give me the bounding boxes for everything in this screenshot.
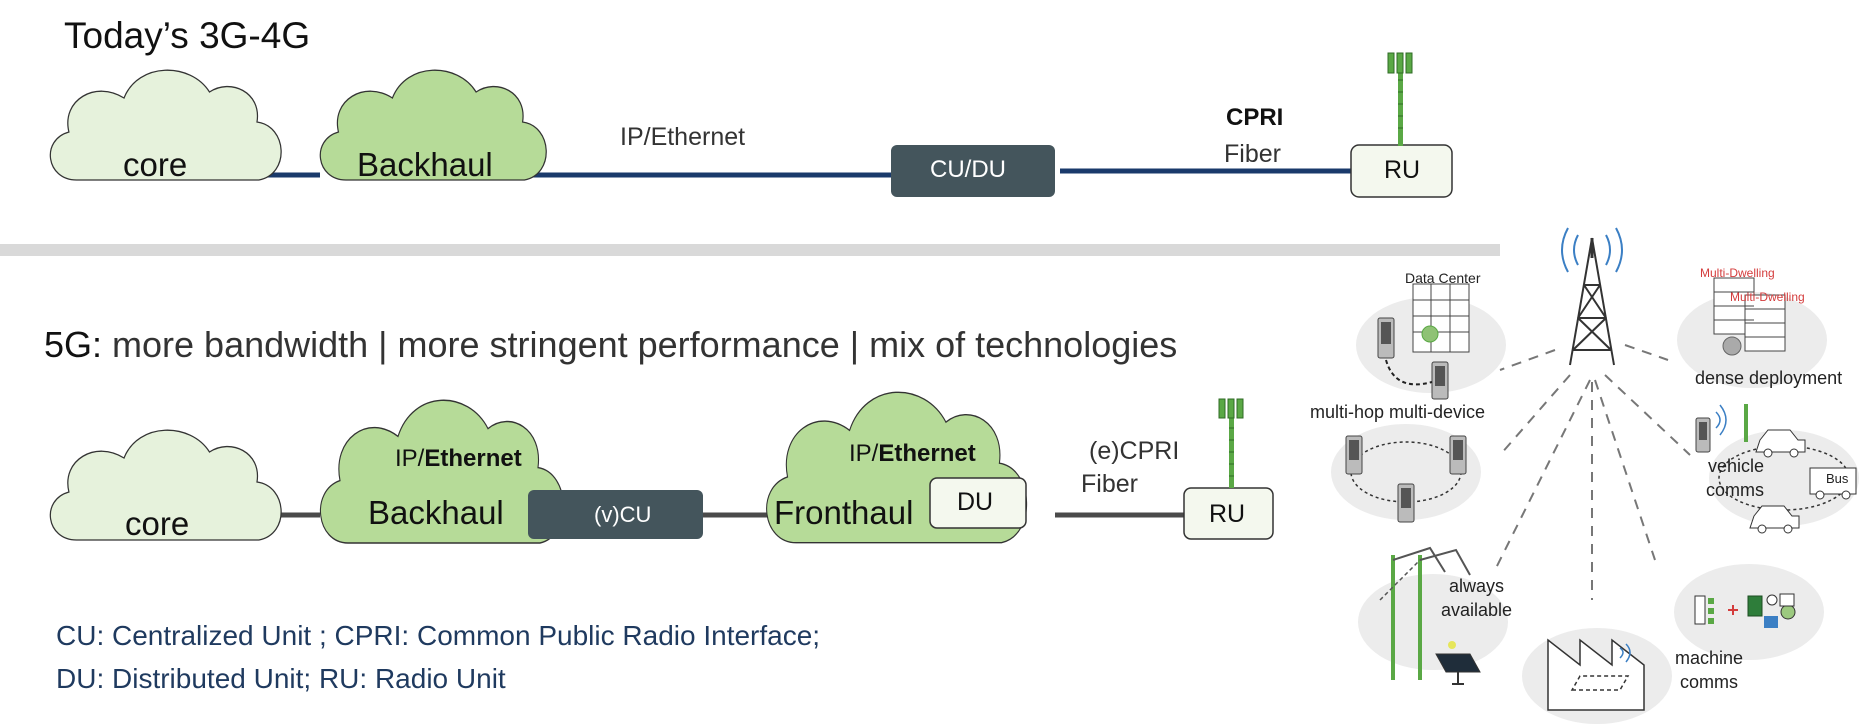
bottom-fronthaul-label: Fronthaul bbox=[774, 494, 914, 531]
top-backhaul-label: Backhaul bbox=[357, 146, 493, 183]
multi-dwelling-label-2: Multi-Dwelling bbox=[1730, 290, 1805, 304]
always-available-icon bbox=[1379, 546, 1481, 685]
top-section-title: Today’s 3G-4G bbox=[64, 15, 311, 56]
device-icon bbox=[1377, 317, 1449, 400]
scenario-vehicle-bg bbox=[1709, 430, 1859, 526]
vehicle-label-1: vehicle bbox=[1708, 456, 1765, 476]
vehicle-label-2: comms bbox=[1706, 480, 1764, 500]
top-core-label: core bbox=[123, 146, 188, 183]
bottom-fronthaul-ip-label: IP/Ethernet bbox=[849, 440, 976, 468]
bus-label: Bus bbox=[1826, 471, 1849, 486]
scenario-multihop-bg bbox=[1331, 424, 1481, 520]
top-cudu-box bbox=[891, 145, 1055, 197]
bottom-ru-box bbox=[1183, 487, 1274, 540]
top-ru-label: RU bbox=[1384, 156, 1421, 184]
bottom-ru-label: RU bbox=[1209, 500, 1246, 528]
vehicle-comms-icon bbox=[1695, 404, 1857, 534]
bottom-du-label: DU bbox=[957, 488, 994, 516]
data-center-icon bbox=[1412, 283, 1470, 353]
multi-hop-label: multi-hop multi-device bbox=[1310, 402, 1486, 422]
bottom-fronthaul-ip: IP/ bbox=[849, 440, 879, 467]
factory-icon bbox=[1547, 638, 1645, 711]
bottom-fronthaul-eth: Ethernet bbox=[878, 440, 976, 467]
top-antenna-icon bbox=[1387, 52, 1413, 146]
top-fiber-label: Fiber bbox=[1224, 140, 1281, 168]
bottom-fiber-label: Fiber bbox=[1081, 470, 1138, 498]
top-cudu-label: CU/DU bbox=[930, 156, 1006, 183]
machine-label-2: comms bbox=[1680, 672, 1738, 692]
bottom-title-rest: more bandwidth | more stringent performa… bbox=[102, 324, 1178, 365]
bottom-vcu-box bbox=[528, 490, 703, 539]
legend-line-2: DU: Distributed Unit; RU: Radio Unit bbox=[56, 663, 506, 694]
top-cpri-label: CPRI bbox=[1226, 104, 1284, 131]
bottom-vcu-label: (v)CU bbox=[594, 502, 652, 527]
cell-tower-icon bbox=[1561, 227, 1623, 366]
machine-comms-icon bbox=[1694, 593, 1796, 628]
bottom-backhaul-label: Backhaul bbox=[368, 494, 504, 531]
bottom-antenna-icon bbox=[1218, 398, 1244, 488]
always-label-1: always bbox=[1449, 576, 1505, 596]
top-ip-ethernet-label: IP/Ethernet bbox=[620, 123, 746, 151]
dense-deployment-label: dense deployment bbox=[1695, 368, 1843, 388]
bottom-title-prefix: 5G: bbox=[44, 324, 103, 365]
data-center-label: Data Center bbox=[1405, 270, 1481, 286]
bottom-core-label: core bbox=[125, 505, 190, 542]
tower-radial-links bbox=[1494, 344, 1691, 600]
section-divider bbox=[0, 244, 1500, 256]
bottom-backhaul-ip-label: IP/Ethernet bbox=[395, 445, 522, 473]
bottom-backhaul-ip: IP/ bbox=[395, 445, 425, 472]
bottom-section-title: 5G: more bandwidth | more stringent perf… bbox=[44, 324, 1177, 366]
multihop-devices-icon bbox=[1345, 435, 1467, 523]
always-label-2: available bbox=[1441, 600, 1513, 620]
machine-label-1: machine bbox=[1675, 648, 1744, 668]
legend-line-1: CU: Centralized Unit ; CPRI: Common Publ… bbox=[56, 620, 821, 651]
multi-dwelling-icon bbox=[1713, 277, 1786, 356]
bottom-ecpri-label: (e)CPRI bbox=[1089, 437, 1180, 465]
bottom-du-box bbox=[929, 477, 1027, 529]
multi-dwelling-label-1: Multi-Dwelling bbox=[1700, 266, 1775, 280]
bottom-backhaul-eth: Ethernet bbox=[424, 445, 522, 472]
scenario-always-bg bbox=[1358, 574, 1508, 670]
